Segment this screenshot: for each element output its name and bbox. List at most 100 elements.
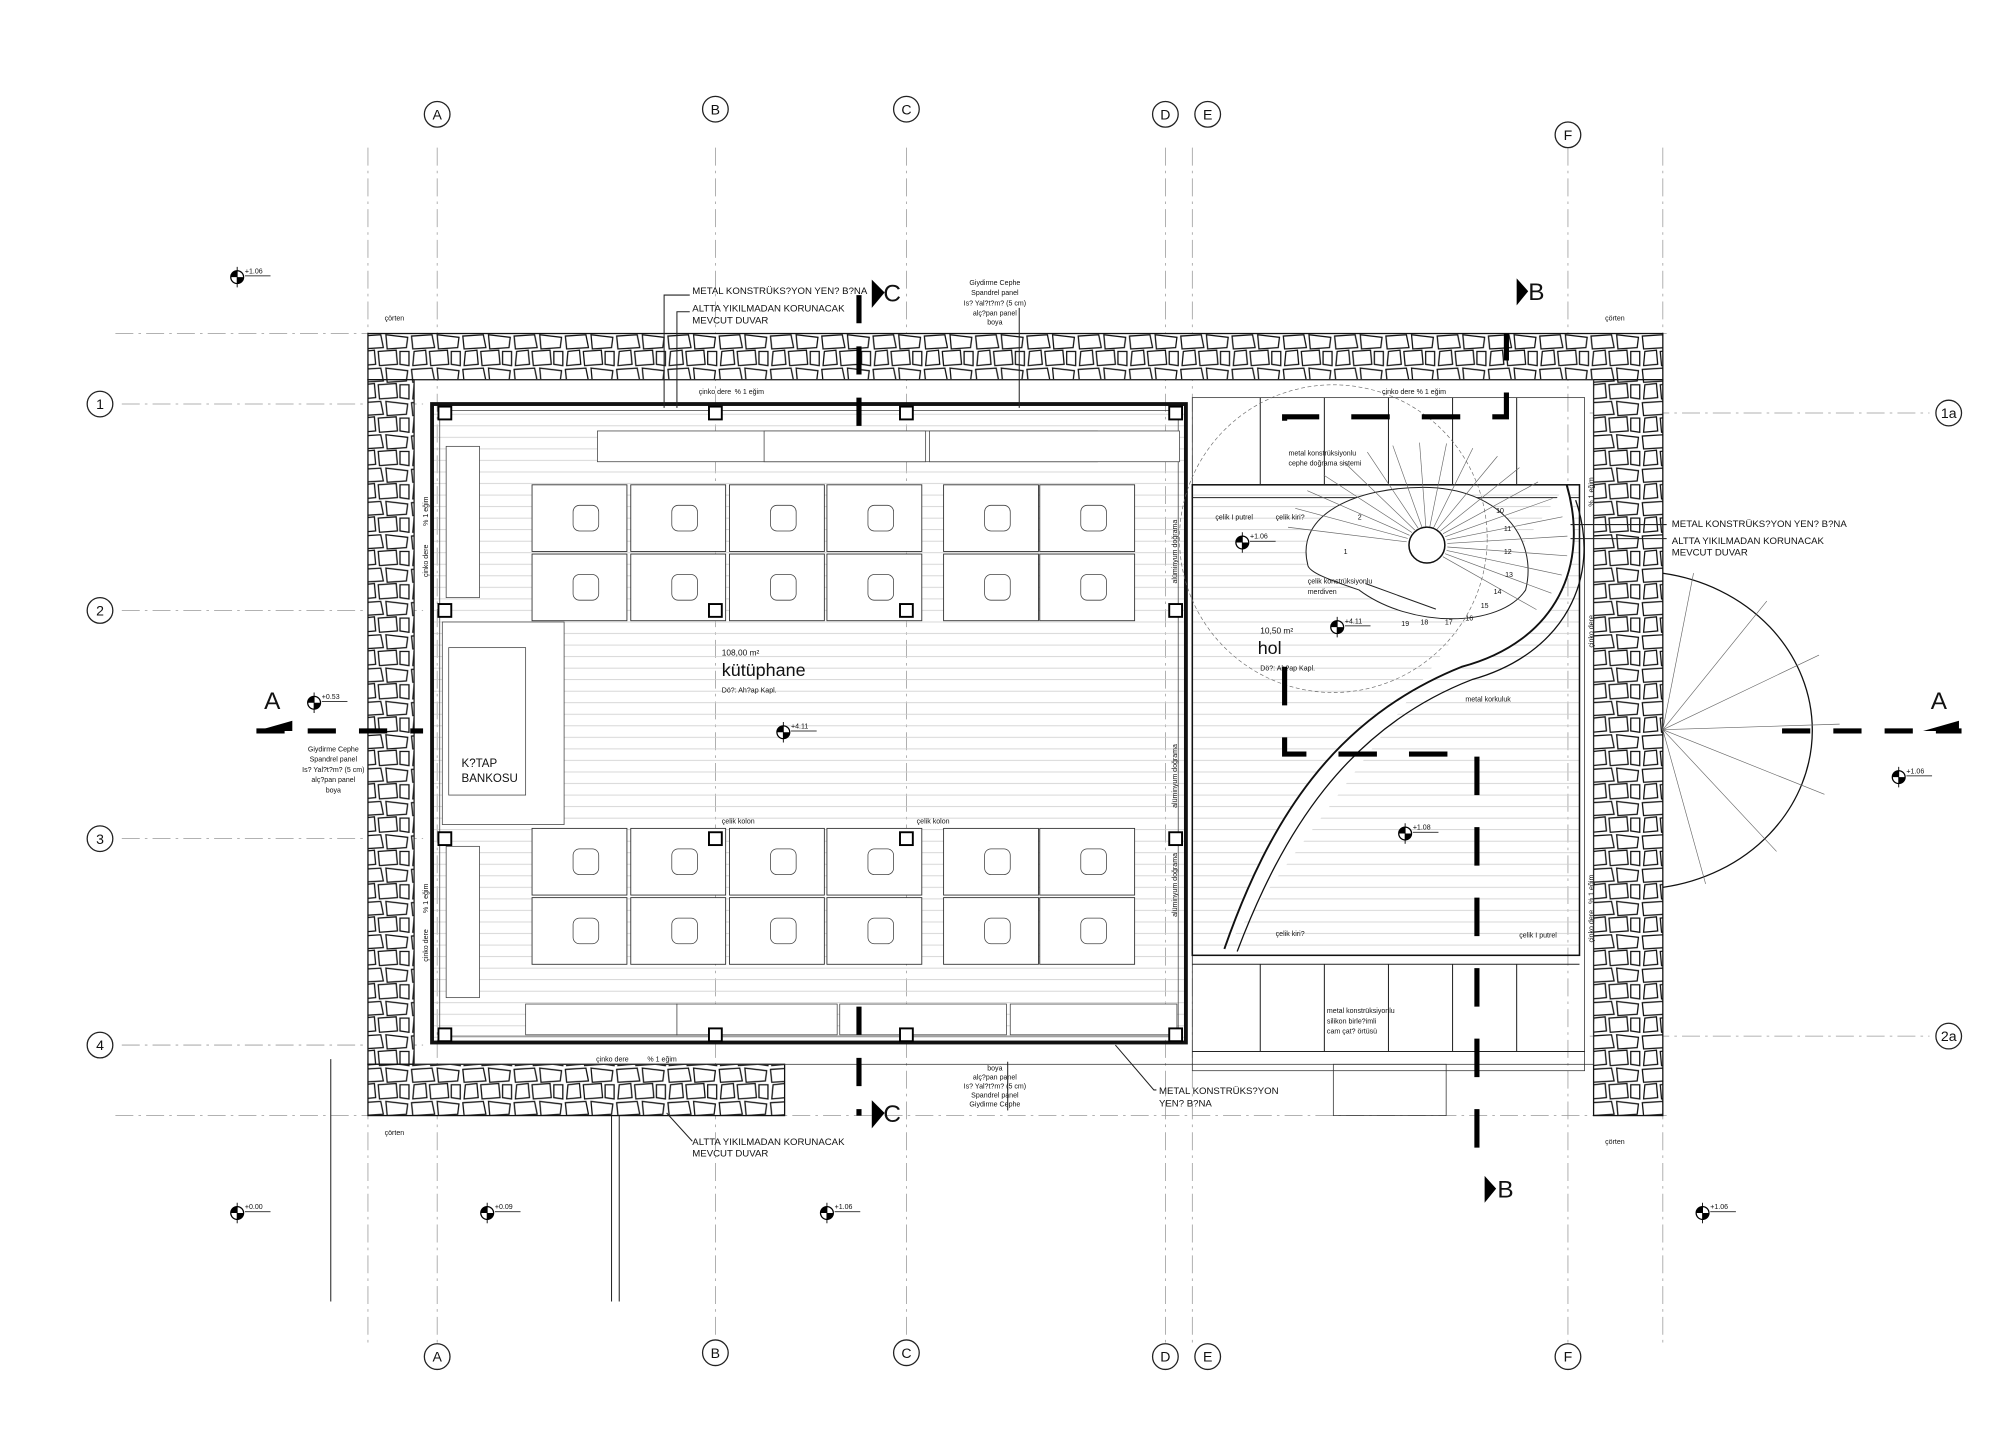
svg-text:boya: boya [987,1066,1002,1073]
stair-tread [1295,507,1408,539]
svg-text:çinko dere: çinko dere [1382,389,1415,396]
svg-text:çelik kolon: çelik kolon [917,818,950,825]
desk [729,553,825,622]
svg-text:% 1 eğim: % 1 eğim [423,496,430,526]
svg-text:4: 4 [96,1037,104,1053]
desk [1039,553,1136,622]
level-marker: +0.00 [230,1202,271,1224]
desk [1039,897,1136,965]
level-marker: +1.06 [1695,1202,1736,1224]
svg-text:çinko dere: çinko dere [423,545,430,578]
stair-tread [1442,556,1537,610]
grid-bubble-F: F [1554,121,1582,149]
svg-text:çörten: çörten [1605,316,1625,323]
steel-column [437,1027,453,1043]
ext-stair-tread [1662,573,1694,730]
level-marker: +1.06 [1235,532,1276,553]
level-value: +4.11 [791,723,808,730]
stair-tread [1307,490,1410,536]
svg-text:çörten: çörten [1605,1139,1625,1146]
desk [943,897,1039,965]
svg-text:alüminyum doğrama: alüminyum doğrama [1172,520,1179,584]
level-marker: +0.53 [307,692,348,714]
steel-column [899,405,914,421]
hall-floor: Dö?: Ah?ap Kapl. [1260,666,1315,673]
svg-text:Giydirme Cephe: Giydirme Cephe [308,746,359,753]
ext-stair-tread [1662,723,1840,730]
steel-column [1168,405,1184,421]
svg-text:çinko dere: çinko dere [699,389,732,396]
svg-text:2: 2 [96,603,104,619]
stair-step-number: 2 [1358,514,1362,521]
ext-stair-tread [1662,654,1820,730]
stair-tread [1444,553,1552,594]
stair-step-number: 11 [1504,526,1511,533]
svg-text:B: B [711,101,720,117]
steel-column [1168,831,1184,847]
svg-text:çelik kolon: çelik kolon [722,818,755,825]
svg-text:MEVCUT DUVAR: MEVCUT DUVAR [692,315,768,326]
level-marker: +0.09 [480,1202,521,1224]
level-value: +1.06 [1710,1204,1728,1211]
desk [1039,484,1136,552]
stair-step-number: 1 [1344,549,1348,556]
svg-text:Spandrel panel: Spandrel panel [971,290,1019,297]
level-marker: +1.06 [819,1202,861,1224]
svg-text:E: E [1203,1349,1212,1365]
svg-text:çelik konstrüksiyonlu: çelik konstrüksiyonlu [1308,579,1373,586]
level-marker: +4.11 [776,721,817,743]
library-floor: Dö?: Ah?ap Kapl. [722,688,777,695]
stair-tread [1392,445,1423,528]
level-value: +1.06 [835,1204,853,1211]
svg-text:merdiven: merdiven [1308,589,1337,596]
desk [729,484,825,552]
shelf [676,1003,838,1036]
level-value: +1.06 [1906,768,1924,775]
shelf [763,430,927,463]
grid-bubble-2: 2 [86,596,114,624]
grid-bubble-B: B [701,95,729,123]
svg-text:Spandrel panel: Spandrel panel [310,757,358,764]
stair-step-number: 10 [1496,508,1504,515]
stair-tread [1343,461,1416,531]
svg-text:metal konstrüksiyonlu: metal konstrüksiyonlu [1288,450,1356,457]
svg-text:boya: boya [326,788,341,795]
svg-text:1: 1 [96,396,104,412]
desk [826,484,923,552]
svg-text:silikon birle?imli: silikon birle?imli [1327,1018,1377,1025]
steel-column [437,831,453,847]
svg-text:alç?pan panel: alç?pan panel [973,311,1017,318]
grid-bubble-B: B [701,1339,729,1367]
level-markers: +1.06+0.53+4.11+1.06+4.11+1.08+1.06+0.00… [230,266,1933,1224]
section-c-top: C [883,280,901,307]
svg-text:1a: 1a [1941,405,1957,421]
svg-text:Is? Yal?t?m? (5 cm): Is? Yal?t?m? (5 cm) [302,767,364,774]
level-marker: +4.11 [1330,616,1371,638]
section-b-top: B [1528,279,1544,306]
desk [531,827,628,896]
desk [630,897,727,965]
steel-column [899,831,914,847]
svg-text:YEN? B?NA: YEN? B?NA [1159,1099,1212,1110]
annotations: METAL KONSTRÜKS?YON YEN? B?NA ALTTA YIKI… [302,280,1847,1302]
svg-text:D: D [1160,1349,1170,1365]
svg-text:2a: 2a [1941,1028,1957,1044]
desk [729,827,825,896]
grid-bubble-3: 3 [86,825,114,853]
grid-bubble-4: 4 [86,1031,114,1059]
level-marker: +1.06 [1891,766,1933,788]
steel-column [708,831,723,847]
svg-text:C: C [901,101,911,117]
svg-text:cam çat? örtüsü: cam çat? örtüsü [1327,1029,1377,1036]
svg-text:% 1 eğim: % 1 eğim [735,389,765,396]
library-area: 108,00 m² [722,647,760,657]
level-value: +0.00 [245,1204,263,1211]
svg-text:çinko dere: çinko dere [1589,910,1596,943]
steel-column [708,1027,723,1043]
svg-text:F: F [1564,1349,1573,1365]
hall-room [1179,384,1585,1072]
stair-step-number: 17 [1445,620,1453,627]
steel-column [1168,603,1184,618]
